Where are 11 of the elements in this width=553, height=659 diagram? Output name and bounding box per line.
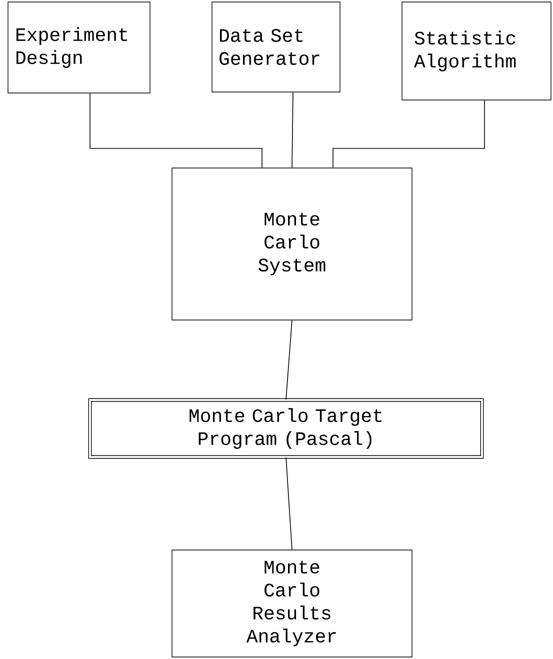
process-box: Data Set Generator — [212, 2, 340, 92]
process-box: Monte Carlo Results Analyzer — [172, 550, 412, 658]
process-box: Experiment Design — [8, 2, 150, 94]
connector-line — [292, 92, 294, 168]
process-box: Monte Carlo System — [172, 168, 412, 320]
connector-line — [286, 456, 292, 550]
connector-line — [332, 100, 485, 168]
process-box: Statistic Algorithm — [402, 2, 552, 100]
process-box: Monte Carlo Target Program (Pascal) — [88, 398, 484, 459]
connector-line — [90, 92, 262, 168]
connector-line — [286, 320, 292, 400]
